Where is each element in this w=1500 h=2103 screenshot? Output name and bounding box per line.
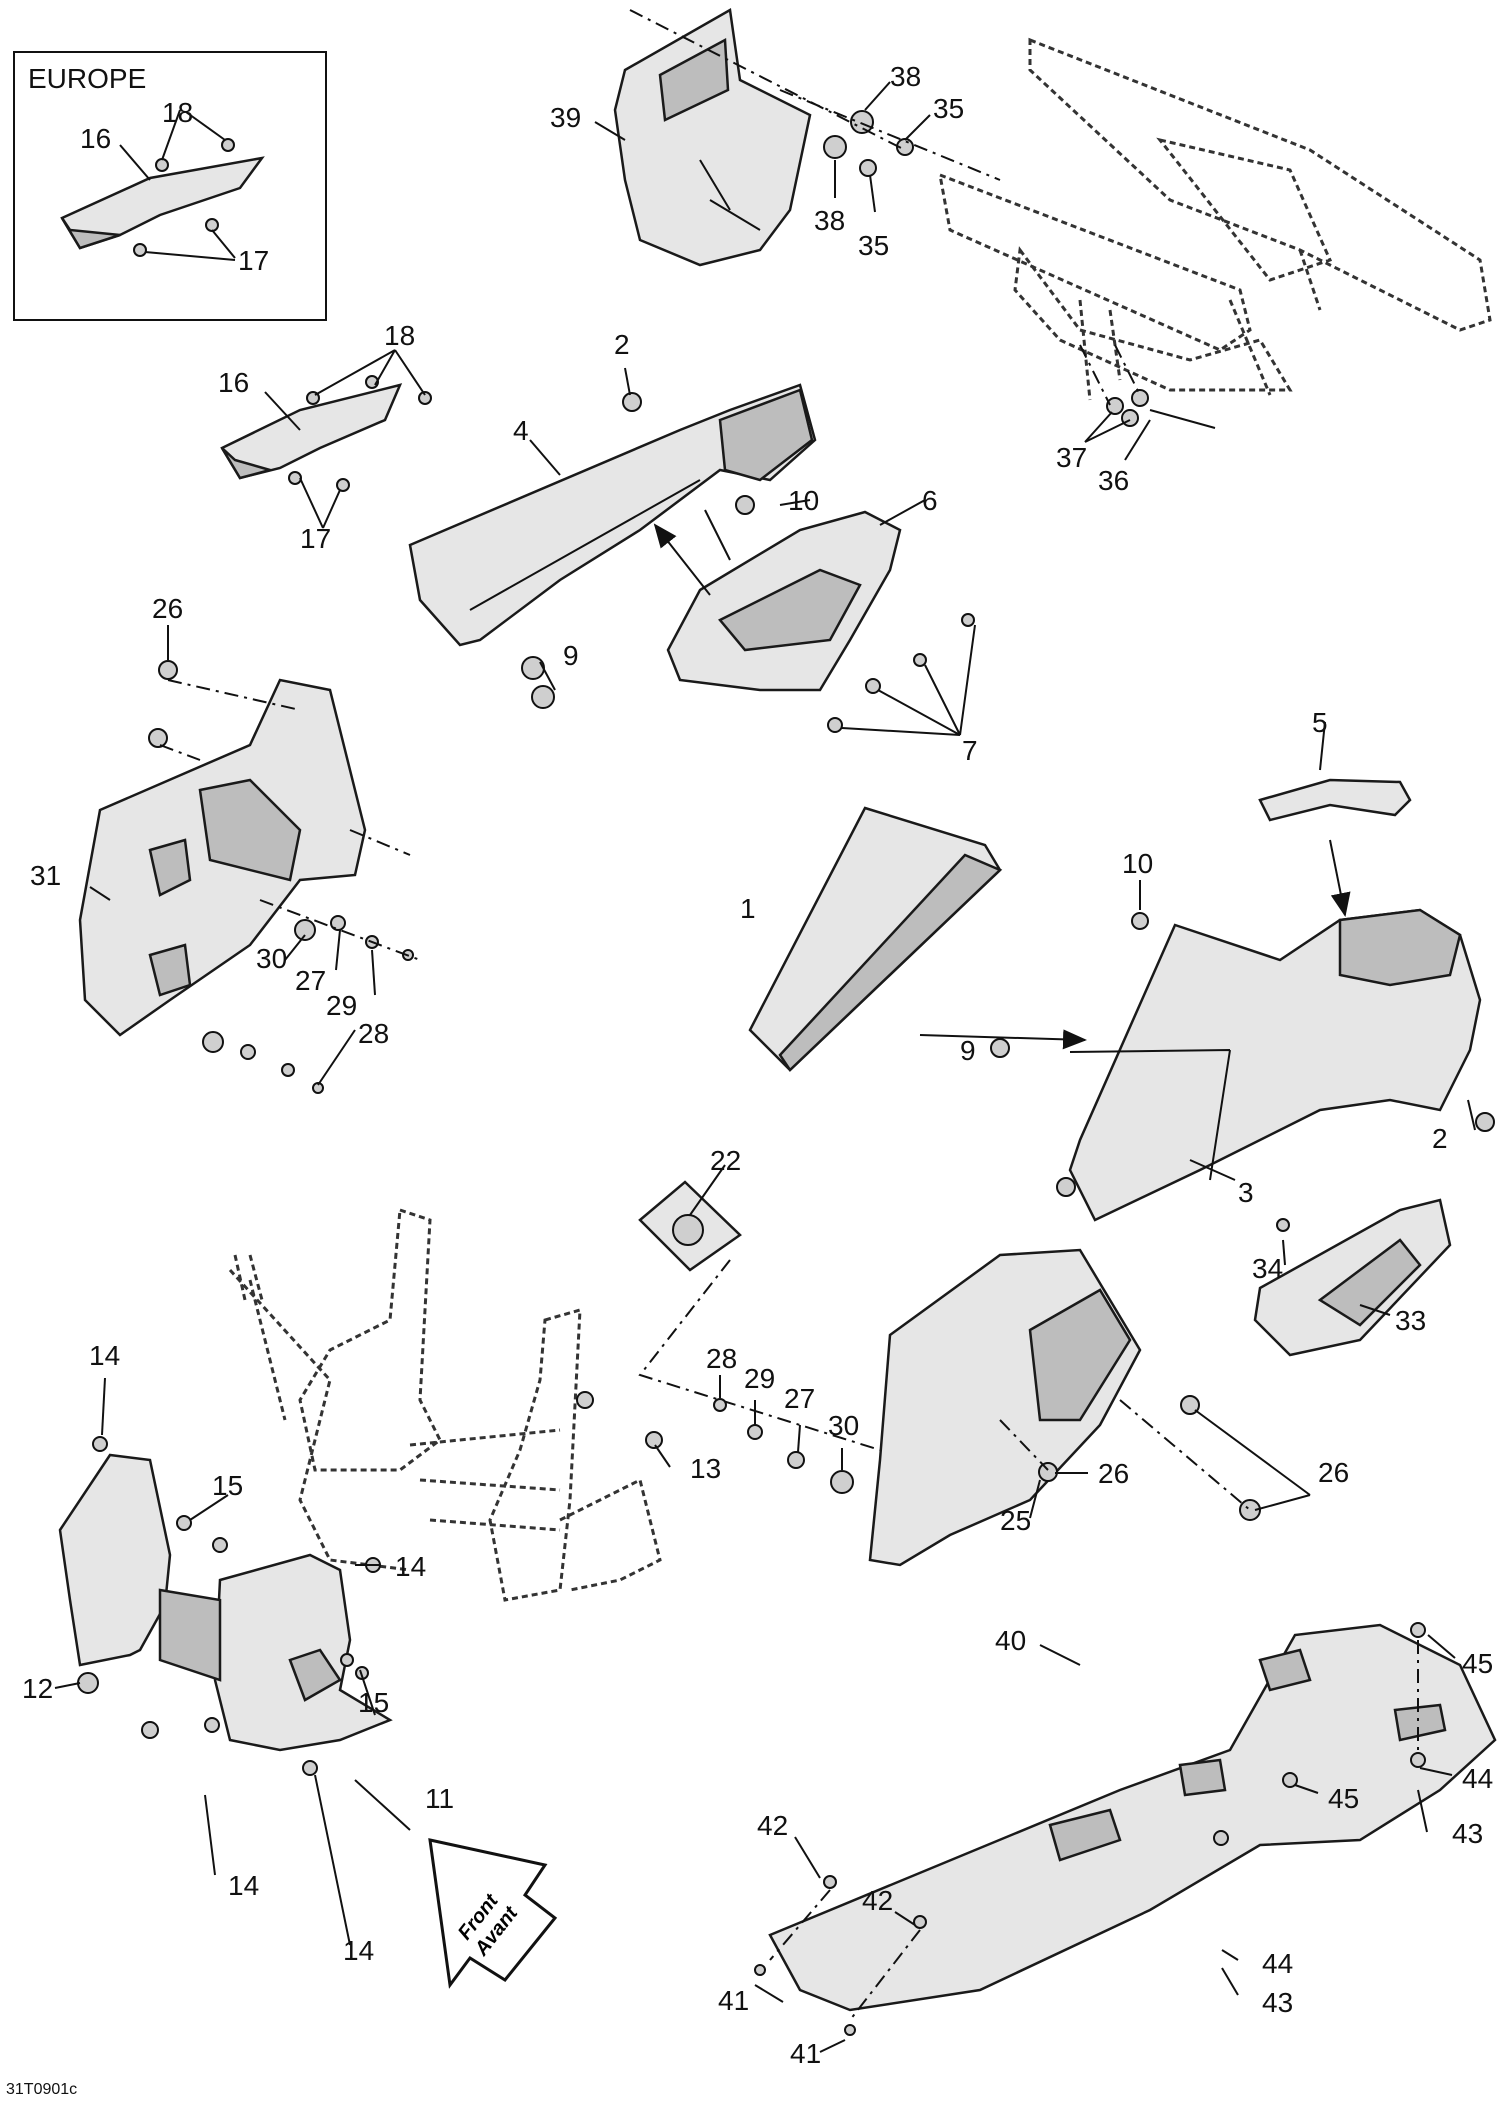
inset-callout-17: 17	[238, 245, 269, 276]
callout-42: 42	[862, 1885, 893, 1916]
part-40-skid-plate	[768, 1623, 1497, 2012]
callout-28: 28	[358, 1018, 389, 1049]
callout-35: 35	[933, 93, 964, 124]
callout-33: 33	[1395, 1305, 1426, 1336]
part-39-guard	[613, 8, 812, 267]
callout-38: 38	[814, 205, 845, 236]
callout-2: 2	[614, 329, 630, 360]
callout-40: 40	[995, 1625, 1026, 1656]
callout-29: 29	[744, 1363, 775, 1394]
callout-18: 18	[384, 320, 415, 351]
callout-4: 4	[513, 415, 529, 446]
callout-10: 10	[1122, 848, 1153, 879]
inset-callout-18: 18	[162, 97, 193, 128]
callout-27: 27	[784, 1383, 815, 1414]
callout-31: 31	[30, 860, 61, 891]
callout-44: 44	[1462, 1763, 1493, 1794]
callout-numbers: 1 2 2 3 4 5 6 7 9 9 10 10 11 12 13 14 14…	[22, 61, 1493, 2069]
part-3-fender	[1068, 908, 1482, 1222]
rear-frame	[938, 37, 1492, 401]
callout-14: 14	[89, 1340, 120, 1371]
callout-42: 42	[757, 1810, 788, 1841]
front-direction-arrow: Front Avant	[428, 1838, 558, 1989]
callout-41: 41	[718, 1985, 749, 2016]
callout-30: 30	[256, 943, 287, 974]
drawing-code: 31T0901c	[6, 2081, 77, 2098]
callout-1: 1	[740, 893, 756, 924]
part-6-cover	[666, 510, 902, 692]
part-5-cap	[1258, 778, 1412, 822]
callout-28: 28	[706, 1343, 737, 1374]
callout-27: 27	[295, 965, 326, 996]
callout-45: 45	[1462, 1648, 1493, 1679]
callout-15: 15	[212, 1470, 243, 1501]
callout-16: 16	[218, 367, 249, 398]
callout-36: 36	[1098, 465, 1129, 496]
callout-17: 17	[300, 523, 331, 554]
callout-7: 7	[962, 735, 978, 766]
callout-39: 39	[550, 102, 581, 133]
callout-14: 14	[395, 1551, 426, 1582]
callout-9: 9	[960, 1035, 976, 1066]
callout-13: 13	[690, 1453, 721, 1484]
part-31-fascia	[78, 678, 367, 1037]
callout-26: 26	[1318, 1457, 1349, 1488]
callout-25: 25	[1000, 1505, 1031, 1536]
callout-11: 11	[425, 1783, 454, 1814]
part-16-panel	[220, 383, 403, 480]
callout-45: 45	[1328, 1783, 1359, 1814]
callout-37: 37	[1056, 442, 1087, 473]
part-4-side-panel	[408, 383, 817, 647]
callout-35: 35	[858, 230, 889, 261]
callout-9: 9	[563, 640, 579, 671]
callout-29: 29	[326, 990, 357, 1021]
inset-panel-16	[60, 156, 265, 250]
callout-38: 38	[890, 61, 921, 92]
part-33-cover	[1253, 1198, 1452, 1357]
part-1-panel	[748, 806, 1003, 1072]
part-25-panel	[868, 1248, 1142, 1567]
inset-callout-16: 16	[80, 123, 111, 154]
callout-15: 15	[358, 1687, 389, 1718]
leader-lines	[54, 81, 1476, 2053]
europe-inset: EUROPE 16 17 18	[13, 51, 327, 321]
callout-12: 12	[22, 1673, 53, 1704]
callout-26: 26	[1098, 1458, 1129, 1489]
callout-43: 43	[1452, 1818, 1483, 1849]
callout-14: 14	[343, 1935, 374, 1966]
callout-43: 43	[1262, 1987, 1293, 2018]
callout-34: 34	[1252, 1253, 1283, 1284]
callout-22: 22	[710, 1145, 741, 1176]
callout-2: 2	[1432, 1123, 1448, 1154]
front-frame	[228, 1207, 662, 1602]
callout-3: 3	[1238, 1177, 1254, 1208]
callout-30: 30	[828, 1410, 859, 1441]
callout-14: 14	[228, 1870, 259, 1901]
callout-41: 41	[790, 2038, 821, 2069]
inset-title: EUROPE	[28, 63, 146, 94]
callout-10: 10	[788, 485, 819, 516]
callout-44: 44	[1262, 1948, 1293, 1979]
part-11-front-bumper	[58, 1453, 393, 1752]
part-22-gasket	[638, 1180, 742, 1272]
callout-26: 26	[152, 593, 183, 624]
callout-6: 6	[922, 485, 938, 516]
callout-5: 5	[1312, 707, 1328, 738]
